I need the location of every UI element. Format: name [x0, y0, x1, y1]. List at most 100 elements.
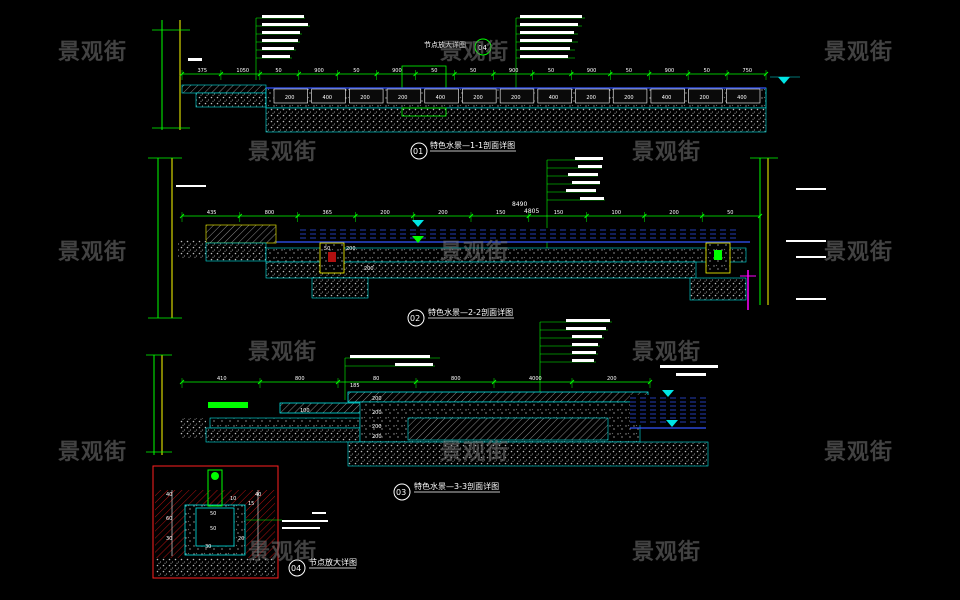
block-label: 200 [372, 396, 382, 402]
block-label: 185 [350, 383, 360, 389]
block-label: 50 [210, 526, 216, 532]
watermark: 景观街 [824, 440, 894, 465]
dimension-label: 4000 [529, 376, 542, 382]
dimension-label: 900 [314, 68, 324, 74]
block-label: 100 [300, 408, 310, 414]
dimension-label: 410 [217, 376, 227, 382]
platform-slab [347, 391, 649, 403]
dimension-label: 800 [451, 376, 461, 382]
block-label: 400 [662, 95, 672, 101]
block-label: 50 [210, 511, 216, 517]
callout-label: 节点放大详图 [424, 40, 466, 49]
dimension-label: 150 [554, 210, 564, 216]
dimension-label: 800 [265, 210, 275, 216]
block-label: 20 [238, 536, 244, 542]
dimension-label: 150 [496, 210, 506, 216]
block-label: 200 [511, 95, 521, 101]
block-label: 200 [624, 95, 634, 101]
level-marker-icon [662, 390, 674, 397]
block-label: 400 [737, 95, 747, 101]
dimension-label: 435 [207, 210, 217, 216]
block-label: 200 [346, 246, 356, 252]
watermark: 景观街 [824, 240, 894, 265]
dimension-label: 50 [704, 68, 710, 74]
callout-marker [474, 38, 492, 56]
watermark: 景观街 [248, 140, 318, 165]
stepping-block [575, 88, 610, 104]
watermark: 景观街 [632, 540, 702, 565]
stepping-block [650, 88, 685, 104]
dimension-label: 900 [509, 68, 519, 74]
watermark: 景观街 [58, 40, 128, 65]
block-label: 50 [324, 246, 330, 252]
dimension-label: 200 [607, 376, 617, 382]
block-label: 15 [248, 501, 254, 507]
block-label: 200 [586, 95, 596, 101]
paving-layer [181, 84, 267, 94]
dimension-label: 100 [612, 210, 622, 216]
watermark: 景观街 [58, 240, 128, 265]
level-marker-icon [412, 220, 424, 227]
block-labels: 185 200 100 200 200 200 [300, 383, 382, 440]
block-label: 40 [166, 492, 172, 498]
block-label: 30 [166, 536, 172, 542]
note-text-bars [188, 15, 582, 61]
watermark: 景观街 [248, 540, 318, 565]
stepping-block [612, 88, 648, 104]
callout-number: 04 [478, 44, 487, 52]
dimension-label: 50 [626, 68, 632, 74]
watermark: 景观街 [440, 40, 510, 65]
section-title: 特色水景—3-3剖面详图 [414, 481, 499, 491]
watermark: 景观街 [58, 440, 128, 465]
stepping-block [726, 88, 761, 104]
block-label: 200 [372, 410, 382, 416]
dimension-label: 50 [470, 68, 476, 74]
block-label: 200 [285, 95, 295, 101]
level-marker-icon [666, 420, 678, 427]
stepping-block [349, 88, 384, 104]
dimension-label: 50 [353, 68, 359, 74]
sub-dim: 4805 [524, 208, 539, 215]
pool-base-gravel [265, 107, 767, 133]
stepping-block [499, 88, 535, 104]
block-label: 400 [323, 95, 333, 101]
block-label: 400 [436, 95, 446, 101]
section-title: 特色水景—1-1剖面详图 [430, 140, 515, 150]
block-label: 400 [549, 95, 559, 101]
block-label: 200 [473, 95, 483, 101]
dimension-label: 200 [438, 210, 448, 216]
stepping-block [424, 88, 459, 104]
dimension-label: 200 [380, 210, 390, 216]
block-label: 30 [205, 544, 211, 550]
dimension-label: 900 [665, 68, 675, 74]
water-surface [300, 228, 740, 242]
dimension-label: 900 [587, 68, 597, 74]
block-label: 60 [166, 516, 172, 522]
block-label: 200 [364, 266, 374, 272]
level-marker-icon [778, 77, 790, 84]
section-number: 04 [291, 564, 301, 573]
section-number: 03 [396, 488, 406, 497]
watermark: 景观街 [248, 340, 318, 365]
stepping-block [537, 88, 572, 104]
block-label: 40 [255, 492, 261, 498]
level-marker-icon [412, 236, 424, 243]
watermark: 景观街 [824, 40, 894, 65]
section-mark-box [401, 107, 447, 117]
block-label: 200 [372, 434, 382, 440]
stepping-block [462, 88, 497, 104]
dimension-label: 50 [727, 210, 733, 216]
dimension-label: 80 [373, 376, 379, 382]
section-number: 02 [410, 314, 420, 323]
block-label: 200 [372, 424, 382, 430]
watermark: 景观街 [440, 240, 510, 265]
